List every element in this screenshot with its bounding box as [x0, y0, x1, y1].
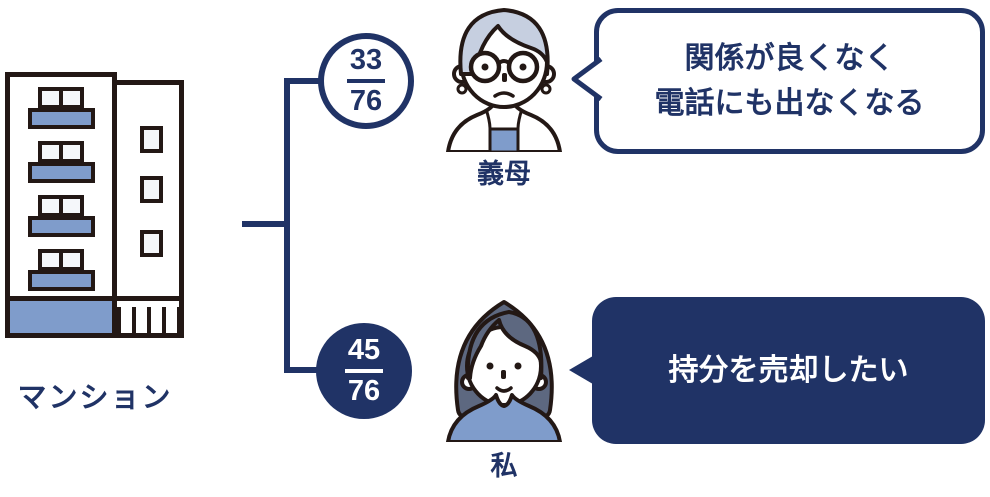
balcony-railing-icon: [28, 162, 95, 183]
building-label: マンション: [17, 382, 173, 414]
balcony-railing-icon: [28, 270, 95, 291]
balcony-window-icon: [38, 249, 84, 271]
bubble-text-line: 関係が良くなく: [684, 42, 895, 75]
balcony-railing-icon: [28, 108, 95, 129]
fraction-numerator: 33: [349, 44, 383, 76]
bubble-text-line: 電話にも出なくなる: [654, 87, 925, 120]
avatar-mother-in-law-icon: [446, 8, 562, 152]
tower-window-icon: [140, 176, 163, 203]
owner-label-me: 私: [490, 451, 518, 481]
tower-window-icon: [140, 230, 163, 257]
bubble-tail-icon: [571, 56, 603, 102]
balcony-window-icon: [38, 87, 84, 109]
tower-window-icon: [140, 126, 163, 153]
owner-label-mother-in-law: 義母: [477, 159, 531, 189]
tree-vertical-line: [284, 78, 290, 373]
building-right-block: [112, 80, 184, 338]
tree-stub-line: [242, 221, 288, 227]
avatar-me-icon: [446, 300, 562, 442]
fraction-numerator: 45: [347, 334, 381, 366]
share-fraction-mother-in-law: 33 76: [318, 33, 414, 129]
balcony-railing-icon: [28, 216, 95, 237]
bubble-tail-icon: [569, 353, 598, 387]
bubble-text-line: 持分を売却したい: [668, 354, 909, 387]
tree-branch-bottom: [284, 367, 320, 373]
fraction-bar: [347, 79, 385, 83]
building-ground-band: [5, 296, 117, 338]
speech-bubble-me: 持分を売却したい: [592, 297, 985, 444]
fraction-bar: [345, 369, 383, 373]
balcony-window-icon: [38, 141, 84, 163]
balcony-window-icon: [38, 195, 84, 217]
fraction-denominator: 76: [349, 85, 383, 117]
share-fraction-me: 45 76: [316, 323, 412, 419]
building-entrance-icon: [112, 296, 184, 338]
speech-bubble-mother-in-law: 関係が良くなく 電話にも出なくなる: [594, 8, 985, 154]
entrance-stripes: [117, 307, 179, 333]
fraction-denominator: 76: [347, 375, 381, 407]
tree-branch-top: [284, 78, 320, 84]
